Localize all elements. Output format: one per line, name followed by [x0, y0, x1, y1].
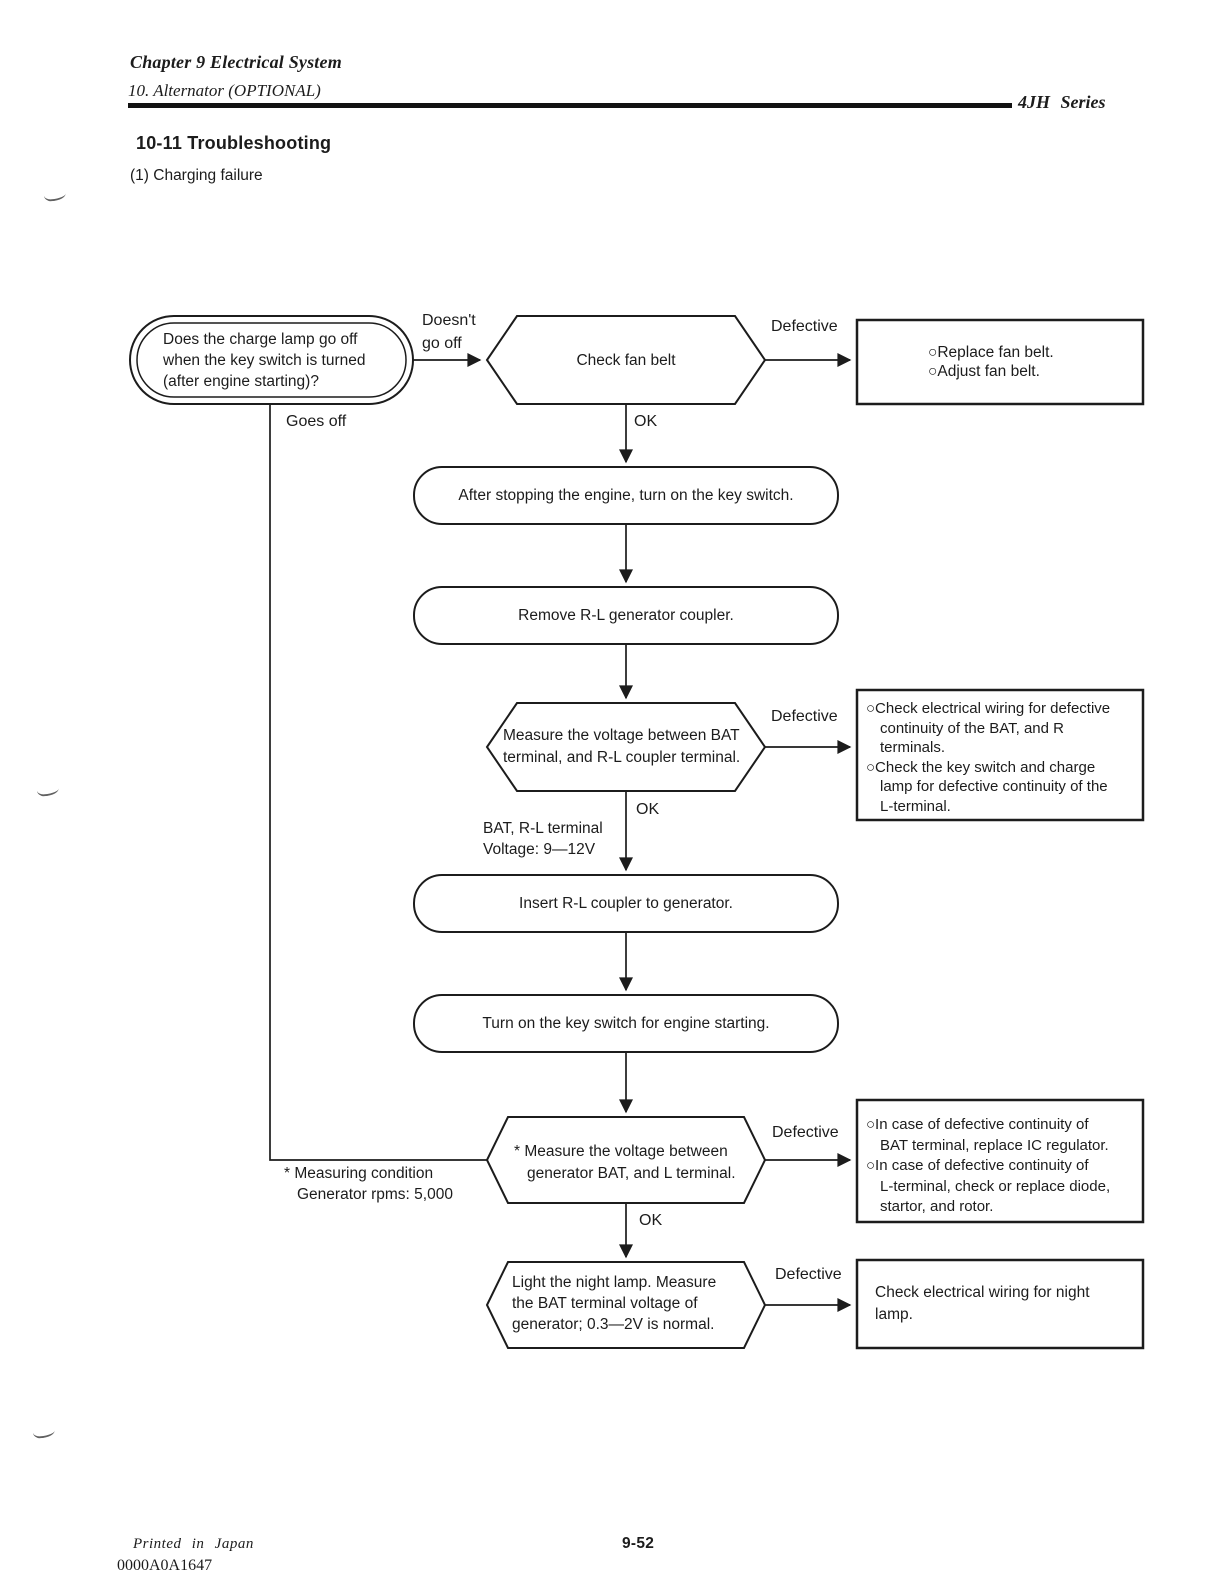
node-check-fan-belt-text: Check fan belt	[576, 352, 676, 369]
box-regulator-text: ○In case of defective continuity of BAT …	[866, 1115, 1138, 1218]
footer-document-code: 0000A0A1647	[117, 1557, 213, 1574]
node-measure-bat-l-text: * Measure the voltage between generator …	[514, 1143, 736, 1182]
label-defective-4: Defective	[775, 1266, 842, 1283]
connector-goes-off	[269, 404, 487, 1161]
chapter-title: Chapter 9 Electrical System	[130, 52, 342, 72]
label-measuring-condition: * Measuring condition Generator rpms: 5,…	[284, 1165, 453, 1203]
box-regulator-item: ○In case of defective continuity of BAT …	[866, 1116, 1109, 1154]
action-box-regulator	[855, 1098, 1145, 1224]
start-node-inner-outline	[136, 322, 407, 398]
box-wiring-item: ○Check the key switch and charge lamp fo…	[866, 758, 1108, 815]
box-night-lamp-text: Check electrical wiring for night lamp.	[875, 1284, 1090, 1323]
label-ok-1: OK	[634, 413, 658, 430]
start-node-text: Does the charge lamp go off when the key…	[163, 331, 366, 390]
label-defective-3: Defective	[772, 1124, 839, 1141]
label-ok-2: OK	[636, 801, 660, 818]
node-insert-coupler-text: Insert R-L coupler to generator.	[519, 895, 733, 912]
header-rule	[128, 103, 1012, 108]
footer-page-number: 9-52	[622, 1535, 655, 1552]
label-defective-2: Defective	[771, 708, 838, 725]
box-wiring-text: ○Check electrical wiring for defective c…	[866, 699, 1138, 816]
node-turn-on-key-text: Turn on the key switch for engine starti…	[482, 1015, 770, 1032]
box-fan-belt-item: ○Adjust fan belt.	[928, 363, 1040, 380]
node-night-lamp-text: Light the night lamp. Measure the BAT te…	[512, 1274, 717, 1333]
box-fan-belt-text: ○Replace fan belt. ○Adjust fan belt.	[928, 343, 1054, 381]
node-remove-coupler-text: Remove R-L generator coupler.	[518, 607, 734, 624]
series-label: 4JH Series	[1018, 92, 1106, 112]
label-bat-rl-voltage: BAT, R-L terminal Voltage: 9—12V	[483, 820, 603, 858]
box-wiring-item: ○Check electrical wiring for defective c…	[866, 700, 1111, 756]
label-goes-off: Goes off	[286, 413, 347, 430]
section-title: 10. Alternator (OPTIONAL)	[128, 81, 321, 100]
page-heading: 10-11 Troubleshooting	[136, 133, 332, 153]
box-fan-belt-item: ○Replace fan belt.	[928, 344, 1054, 361]
action-box-wiring	[855, 688, 1145, 822]
node-after-stopping-text: After stopping the engine, turn on the k…	[458, 487, 794, 504]
action-box-night-lamp	[855, 1258, 1145, 1350]
label-defective-1: Defective	[771, 318, 838, 335]
node-measure-bat-rl-text: Measure the voltage between BAT terminal…	[503, 727, 741, 766]
label-doesnt-go-off: Doesn't go off	[422, 312, 476, 352]
footer-printed-in-japan: Printed in Japan	[133, 1536, 254, 1552]
box-regulator-item: ○In case of defective continuity of L-te…	[866, 1157, 1111, 1215]
page-subheading: (1) Charging failure	[130, 167, 263, 184]
action-box-fan-belt	[855, 318, 1145, 406]
label-ok-3: OK	[639, 1212, 663, 1229]
